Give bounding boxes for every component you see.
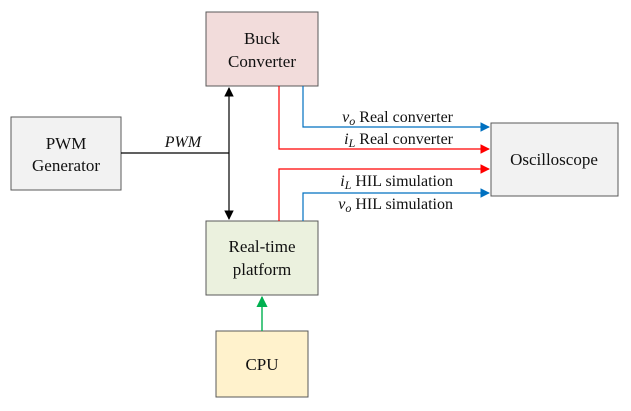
cpu-box [215, 330, 309, 398]
il-hil-simulation-line [278, 164, 490, 221]
buck-converter-label-line2: Converter [228, 52, 296, 71]
cpu-label: CPU [245, 355, 278, 374]
vo-hil-simulation-line [302, 188, 490, 221]
il-hil-text: HIL simulation [351, 173, 453, 190]
oscilloscope-label: Oscilloscope [510, 150, 598, 169]
vo-hil-subscript: o [345, 201, 351, 215]
real-time-platform-label-line2: platform [233, 260, 292, 279]
buck-converter-block: Buck Converter [205, 11, 319, 87]
vo-real-text: Real converter [355, 109, 453, 126]
vo-hil-simulation-label: vo HIL simulation [338, 196, 453, 215]
vo-real-symbol: v [342, 109, 350, 126]
buck-converter-label-line1: Buck [244, 29, 280, 48]
il-hil-symbol: i [340, 173, 344, 190]
pwm-generator-box [10, 116, 122, 191]
il-real-converter-label: iL Real converter [344, 131, 454, 150]
real-time-platform-label-line1: Real-time [228, 237, 295, 256]
vo-real-converter-label: vo Real converter [342, 109, 454, 128]
pwm-generator-label-line2: Generator [32, 156, 100, 175]
il-real-subscript: L [348, 136, 356, 150]
vo-hil-symbol: v [338, 196, 346, 213]
cpu-block: CPU [215, 330, 309, 398]
il-hil-subscript: L [344, 178, 352, 192]
il-real-symbol: i [344, 131, 348, 148]
vo-real-subscript: o [349, 114, 355, 128]
vo-real-converter-line [302, 86, 490, 132]
oscilloscope-box [490, 122, 619, 197]
il-hil-simulation-label: iL HIL simulation [340, 173, 453, 192]
pwm-signal-label: PWM [164, 134, 203, 151]
vo-hil-text: HIL simulation [351, 196, 453, 213]
pwm-generator-label-line1: PWM [46, 134, 87, 153]
real-time-platform-box [205, 220, 319, 296]
il-real-converter-line [278, 86, 490, 154]
pwm-generator-block: PWM Generator [10, 116, 122, 191]
il-real-text: Real converter [355, 131, 453, 148]
real-time-platform-block: Real-time platform [205, 220, 319, 296]
buck-converter-box [205, 11, 319, 87]
oscilloscope-block: Oscilloscope [490, 122, 619, 197]
